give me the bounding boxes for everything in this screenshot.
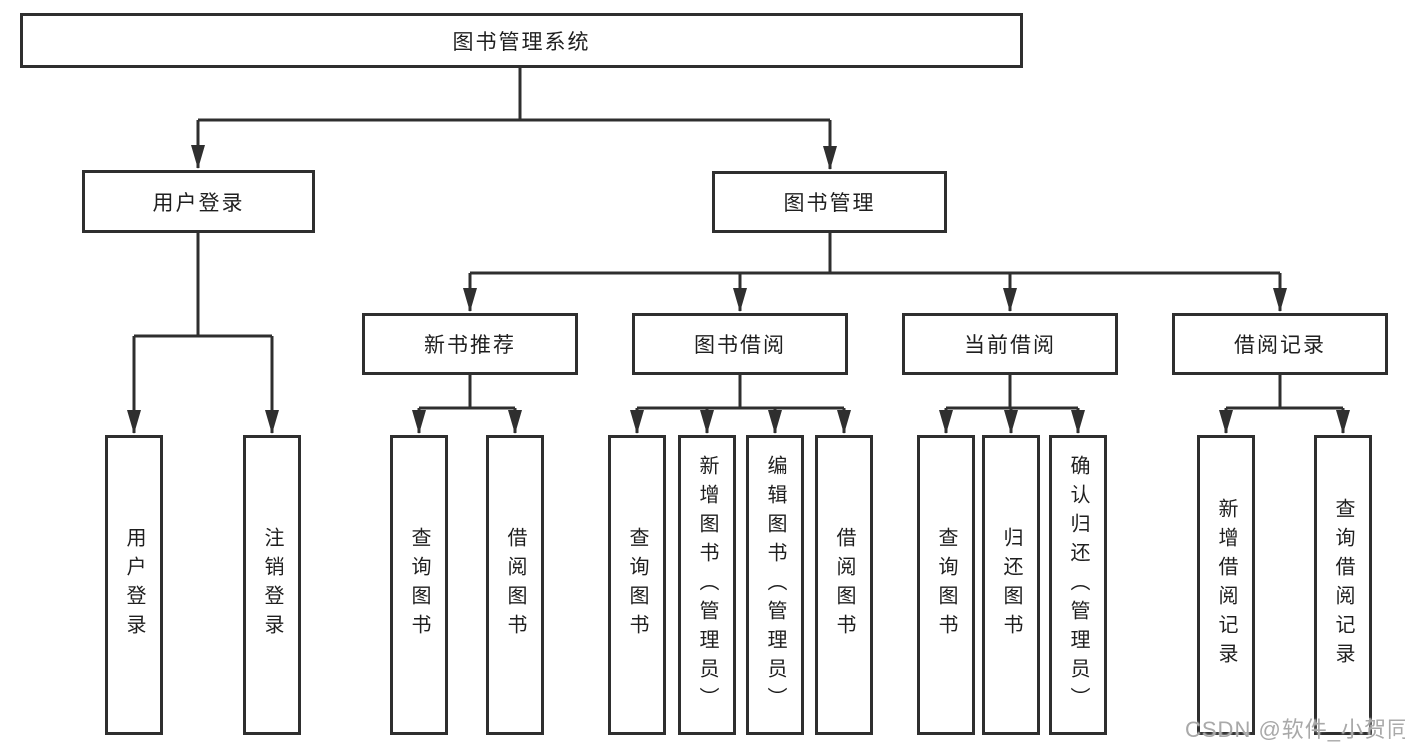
- leaf-query-books-1-label: 查询图书: [408, 527, 430, 643]
- node-borrowing-records-label: 借阅记录: [1234, 334, 1326, 357]
- leaf-add-books-admin: 新增图书（管理员）: [678, 435, 736, 735]
- node-book-management-label: 图书管理: [783, 192, 876, 215]
- leaf-return-books-label: 归还图书: [1000, 527, 1022, 643]
- node-current-borrowing: 当前借阅: [902, 313, 1118, 375]
- node-book-management: 图书管理: [712, 171, 947, 233]
- node-borrowing-records: 借阅记录: [1172, 313, 1388, 375]
- leaf-query-books-3: 查询图书: [917, 435, 975, 735]
- leaf-query-borrow-record-label: 查询借阅记录: [1332, 498, 1354, 672]
- node-user-login: 用户登录: [82, 170, 315, 233]
- leaf-query-books-3-label: 查询图书: [935, 527, 957, 643]
- leaf-borrow-books-2: 借阅图书: [815, 435, 873, 735]
- leaf-user-login-label: 用户登录: [123, 527, 145, 643]
- leaf-add-borrow-record-label: 新增借阅记录: [1215, 498, 1237, 672]
- leaf-add-books-admin-label: 新增图书（管理员）: [696, 454, 718, 716]
- node-new-book-recommend: 新书推荐: [362, 313, 578, 375]
- leaf-query-books-2: 查询图书: [608, 435, 666, 735]
- watermark: CSDN @软件_小贺同学: [1185, 717, 1405, 742]
- leaf-borrow-books-2-label: 借阅图书: [833, 527, 855, 643]
- leaf-add-borrow-record: 新增借阅记录: [1197, 435, 1255, 735]
- node-user-login-label: 用户登录: [152, 191, 245, 215]
- leaf-query-borrow-record: 查询借阅记录: [1314, 435, 1372, 735]
- node-book-borrowing: 图书借阅: [632, 313, 848, 375]
- leaf-user-login: 用户登录: [105, 435, 163, 735]
- connector-rails: [134, 68, 1343, 410]
- leaf-borrow-books-1-label: 借阅图书: [504, 527, 526, 643]
- node-new-book-recommend-label: 新书推荐: [424, 334, 516, 357]
- leaf-logout: 注销登录: [243, 435, 301, 735]
- leaf-confirm-return-admin-label: 确认归还（管理员）: [1067, 454, 1089, 716]
- leaf-edit-books-admin-label: 编辑图书（管理员）: [764, 454, 786, 716]
- node-root: 图书管理系统: [20, 13, 1023, 68]
- leaf-borrow-books-1: 借阅图书: [486, 435, 544, 735]
- leaf-logout-label: 注销登录: [261, 527, 283, 643]
- node-book-borrowing-label: 图书借阅: [694, 334, 786, 357]
- node-current-borrowing-label: 当前借阅: [964, 334, 1056, 357]
- leaf-query-books-2-label: 查询图书: [626, 527, 648, 643]
- leaf-confirm-return-admin: 确认归还（管理员）: [1049, 435, 1107, 735]
- node-root-label: 图书管理系统: [452, 30, 591, 54]
- leaf-query-books-1: 查询图书: [390, 435, 448, 735]
- leaf-return-books: 归还图书: [982, 435, 1040, 735]
- leaf-edit-books-admin: 编辑图书（管理员）: [746, 435, 804, 735]
